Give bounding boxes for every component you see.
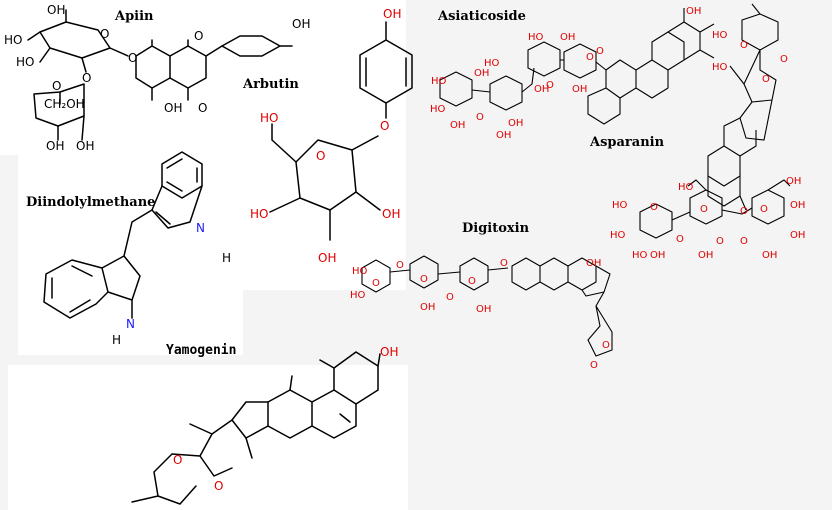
asparanin-structure: Asparanin O O O O O O O HO OH HO HO HO O… (589, 3, 805, 261)
svg-text:OH: OH (508, 118, 523, 129)
arbutin-oh-bottom: OH (318, 251, 336, 265)
dim-h-label: H (222, 251, 231, 265)
apiin-panel (0, 0, 238, 155)
svg-text:OH: OH (474, 68, 489, 79)
svg-text:HO: HO (610, 230, 626, 241)
arbutin-structure: Arbutin OH O O HO HO OH OH (242, 7, 413, 265)
apiin-ho-label: HO (16, 55, 34, 69)
diindolylmethane-structure: Diindolylmethane N H N H (26, 151, 231, 347)
svg-text:O: O (602, 340, 610, 351)
arbutin-oh-top: OH (383, 7, 401, 21)
svg-text:OH: OH (786, 176, 801, 187)
svg-text:HO: HO (352, 266, 368, 277)
arbutin-oh-right: OH (382, 207, 400, 221)
svg-text:O: O (372, 278, 380, 289)
svg-text:O: O (762, 74, 770, 85)
yamogenin-name: Yamogenin (166, 343, 236, 358)
arbutin-o-ring: O (316, 149, 325, 163)
svg-text:HO: HO (712, 30, 728, 41)
svg-text:HO: HO (632, 250, 648, 261)
svg-text:OH: OH (790, 230, 805, 241)
svg-text:O: O (740, 206, 748, 217)
apiin-oh-label: OH (46, 139, 64, 153)
apiin-name: Apiin (114, 9, 154, 24)
svg-text:O: O (740, 236, 748, 247)
svg-text:OH: OH (450, 120, 465, 131)
asiaticoside-structure: Asiaticoside HO HO OH OH O HO OH OH HO O… (430, 6, 728, 141)
asiaticoside-name: Asiaticoside (437, 9, 526, 24)
svg-text:O: O (590, 360, 598, 371)
svg-text:OH: OH (420, 302, 435, 313)
svg-text:O: O (676, 234, 684, 245)
arbutin-panel (238, 0, 406, 290)
svg-text:O: O (468, 276, 476, 287)
svg-text:OH: OH (586, 258, 601, 269)
svg-text:HO: HO (350, 290, 366, 301)
apiin-ho-label: HO (4, 33, 22, 47)
apiin-o-label: O (198, 101, 207, 115)
svg-text:O: O (476, 112, 484, 123)
apiin-o-label: O (100, 27, 109, 41)
dim-h-label: H (112, 333, 121, 347)
svg-text:O: O (596, 46, 604, 57)
dim-n-label: N (196, 221, 205, 235)
apiin-structure: Apiin OH HO HO O O O O CH₂OH OH OH OH O … (4, 3, 310, 153)
diindolylmethane-panel (18, 155, 243, 355)
arbutin-ho-ch2: HO (260, 111, 278, 125)
svg-text:O: O (500, 258, 508, 269)
diindolylmethane-name: Diindolylmethane (26, 195, 155, 210)
apiin-o-label: O (128, 51, 137, 65)
svg-text:HO: HO (612, 200, 628, 211)
apiin-oh-label: OH (76, 139, 94, 153)
asparanin-name: Asparanin (589, 135, 665, 150)
svg-text:OH: OH (762, 250, 777, 261)
digitoxin-name: Digitoxin (462, 221, 530, 236)
svg-text:HO: HO (431, 76, 447, 87)
svg-text:O: O (760, 204, 768, 215)
svg-text:O: O (420, 274, 428, 285)
svg-text:OH: OH (650, 250, 665, 261)
svg-text:OH: OH (534, 84, 549, 95)
yamogenin-oh: OH (380, 345, 398, 359)
digitoxin-structure: Digitoxin HO O O O O O O HO OH OH OH O O (350, 221, 613, 371)
svg-text:OH: OH (698, 250, 713, 261)
apiin-o-label: O (194, 29, 203, 43)
yamogenin-o-ring: O (173, 453, 182, 467)
yamogenin-structure: Yamogenin OH O O (131, 343, 398, 505)
svg-text:OH: OH (476, 304, 491, 315)
svg-text:O: O (546, 80, 554, 91)
yamogenin-o-ring: O (214, 479, 223, 493)
svg-text:HO: HO (678, 182, 694, 193)
apiin-oh-label: OH (164, 101, 182, 115)
apiin-ch2oh-label: CH₂OH (44, 97, 85, 111)
svg-text:O: O (716, 236, 724, 247)
arbutin-o-link: O (380, 119, 389, 133)
svg-text:OH: OH (790, 200, 805, 211)
svg-text:HO: HO (484, 58, 500, 69)
apiin-o-label: O (52, 79, 61, 93)
apiin-o-label: O (82, 71, 91, 85)
svg-text:O: O (586, 52, 594, 63)
svg-text:OH: OH (572, 84, 587, 95)
arbutin-ho-left: HO (250, 207, 268, 221)
svg-text:OH: OH (686, 6, 701, 17)
arbutin-name: Arbutin (242, 77, 299, 92)
svg-text:HO: HO (430, 104, 446, 115)
svg-text:O: O (740, 40, 748, 51)
svg-text:O: O (780, 54, 788, 65)
dim-n-label: N (126, 317, 135, 331)
svg-text:O: O (650, 202, 658, 213)
svg-text:O: O (446, 292, 454, 303)
svg-text:HO: HO (528, 32, 544, 43)
svg-text:OH: OH (496, 130, 511, 141)
svg-text:O: O (396, 260, 404, 271)
svg-text:O: O (700, 204, 708, 215)
yamogenin-panel (8, 365, 408, 510)
svg-text:HO: HO (712, 62, 728, 73)
apiin-oh-label: OH (292, 17, 310, 31)
apiin-oh-label: OH (47, 3, 65, 17)
svg-text:OH: OH (560, 32, 575, 43)
